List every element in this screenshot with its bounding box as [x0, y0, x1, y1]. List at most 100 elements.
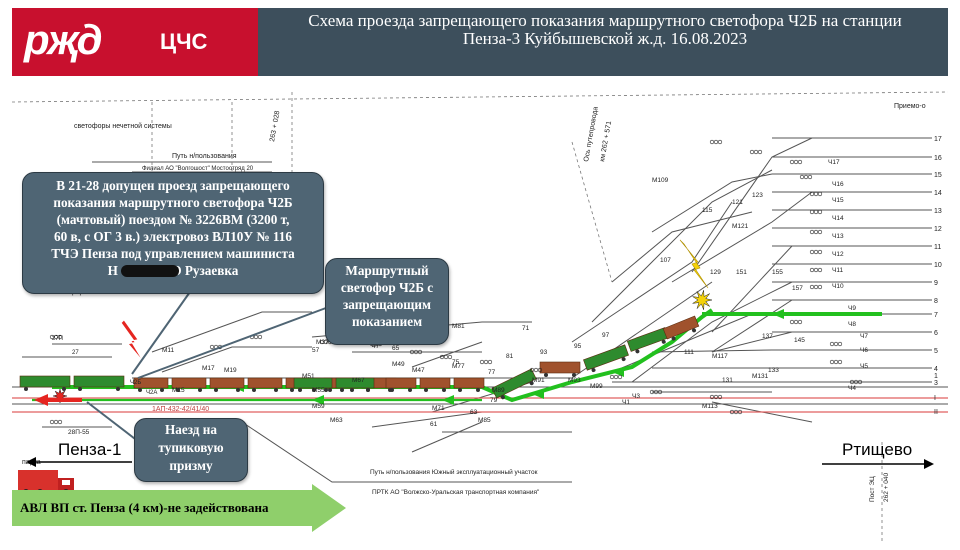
signal-lamp — [413, 349, 419, 355]
callout-line: (мачтовый) поездом № 3226ВМ (3200 т, — [56, 212, 290, 227]
scheme-label: Приемо-о — [894, 103, 926, 110]
wheel — [635, 349, 640, 354]
scheme-label: М71 — [432, 405, 445, 412]
siding-track — [411, 341, 483, 368]
signal-lamp — [789, 159, 795, 165]
wagon-body — [293, 377, 333, 389]
signal-lamp — [789, 319, 795, 325]
scheme-label: 107 — [660, 257, 671, 264]
page-title: Схема проезда запрещающего показания мар… — [262, 12, 948, 48]
wheel — [621, 357, 626, 362]
scheme-label: 61 — [430, 421, 438, 428]
signal-lamp — [813, 267, 819, 273]
wheel — [312, 388, 316, 392]
signal-lamp — [829, 359, 835, 365]
wheel — [390, 388, 394, 392]
wagon — [171, 377, 207, 392]
scheme-label: 137 — [762, 333, 773, 340]
callout-line: 60 в, с ОГ 3 в.) электровоз ВЛ10У № 116 — [54, 229, 292, 244]
scheme-label: Ч3 — [632, 393, 640, 400]
scheme-label: 1 — [934, 373, 938, 380]
wheel — [176, 388, 180, 392]
scheme-label: М47 — [412, 367, 425, 374]
scheme-label: Ч10 — [832, 283, 844, 290]
scheme-label: 16 — [934, 155, 942, 162]
truck-body — [18, 470, 58, 490]
scheme-label: М89 — [492, 387, 505, 394]
wheel — [442, 388, 446, 392]
scheme-label: 27П — [52, 336, 63, 342]
signal-lamp — [813, 284, 819, 290]
banner-arrow — [12, 484, 346, 532]
scheme-label: М11 — [162, 347, 175, 354]
scheme-label: 9 — [934, 280, 938, 287]
signal-lamp — [57, 419, 63, 425]
scheme-label: 3 — [934, 380, 938, 387]
signal-callout: Маршрутный светофор Ч2Б с запрещающим по… — [325, 258, 449, 345]
scheme-label: 5 — [934, 348, 938, 355]
scheme-label: 95 — [574, 343, 582, 350]
scheme-label: 63 — [470, 409, 478, 416]
wheel — [366, 388, 370, 392]
wagon — [419, 377, 451, 392]
signal-lamp — [53, 334, 59, 340]
signal-lamp — [809, 249, 815, 255]
siding-track — [241, 421, 572, 483]
scheme-label: 1АП-432-42/41/40 — [152, 406, 209, 413]
signal-lamp — [417, 349, 423, 355]
wheel — [236, 388, 240, 392]
scheme-label: 262 + 040 — [883, 473, 890, 502]
scheme-labels: светофоры нечетной системысветофоры нече… — [22, 103, 942, 502]
wagon — [539, 361, 581, 377]
direction-right-label: Ртищево — [842, 440, 913, 459]
direction-left-label: Пенза-1 — [58, 440, 122, 459]
wagon-body — [335, 377, 375, 389]
wagon — [626, 327, 670, 354]
signal-lamp — [653, 389, 659, 395]
dashed-line — [12, 91, 948, 103]
wheel — [214, 388, 218, 392]
scheme-label: ПРТК АО "Волжско-Уральская транспортная … — [372, 489, 540, 496]
signal-lamp — [483, 359, 489, 365]
scheme-label: 115 — [702, 207, 713, 214]
signal-lamp — [709, 394, 715, 400]
signal-lamp — [817, 229, 823, 235]
callout-line: Наезд на — [165, 422, 217, 437]
wheel — [298, 388, 302, 392]
signal-lamp — [837, 341, 843, 347]
wheel — [252, 388, 256, 392]
scheme-label: Ч9 — [848, 305, 856, 312]
wagon-body — [247, 377, 283, 389]
wheel — [24, 387, 28, 391]
wagon — [491, 368, 537, 400]
wagon-body — [385, 377, 417, 389]
wheel — [290, 388, 294, 392]
scheme-label: М117 — [712, 353, 728, 360]
wagon — [133, 377, 169, 392]
scheme-label: М63 — [330, 417, 343, 424]
incident-icons — [18, 239, 934, 495]
scheme-label: Филиал АО "Волгошост" Мостоотряд 20 — [142, 166, 254, 172]
callout-line: Маршрутный — [345, 263, 429, 278]
signal-lamp — [713, 394, 719, 400]
signal-lamp — [757, 149, 763, 155]
green-route — [32, 308, 882, 405]
callout-line: тупиковую — [158, 440, 224, 455]
wheel — [529, 381, 534, 386]
signal-lamp — [49, 334, 55, 340]
diagonal-track — [711, 299, 793, 353]
scheme-label: М15 — [172, 387, 185, 394]
arrow-left-icon — [34, 394, 82, 406]
route-arrow — [442, 395, 454, 405]
scheme-label: 17 — [934, 136, 942, 143]
diagonal-track — [571, 201, 733, 343]
scheme-label: Ч17 — [828, 159, 840, 166]
scheme-label: Ч12 — [832, 251, 844, 258]
signal-lamp — [439, 354, 445, 360]
scheme-label: М19 — [224, 367, 237, 374]
signal-lamp — [53, 419, 59, 425]
signal-lamp — [443, 354, 449, 360]
scheme-label: 123 — [752, 192, 763, 199]
signal-lamp — [833, 341, 839, 347]
